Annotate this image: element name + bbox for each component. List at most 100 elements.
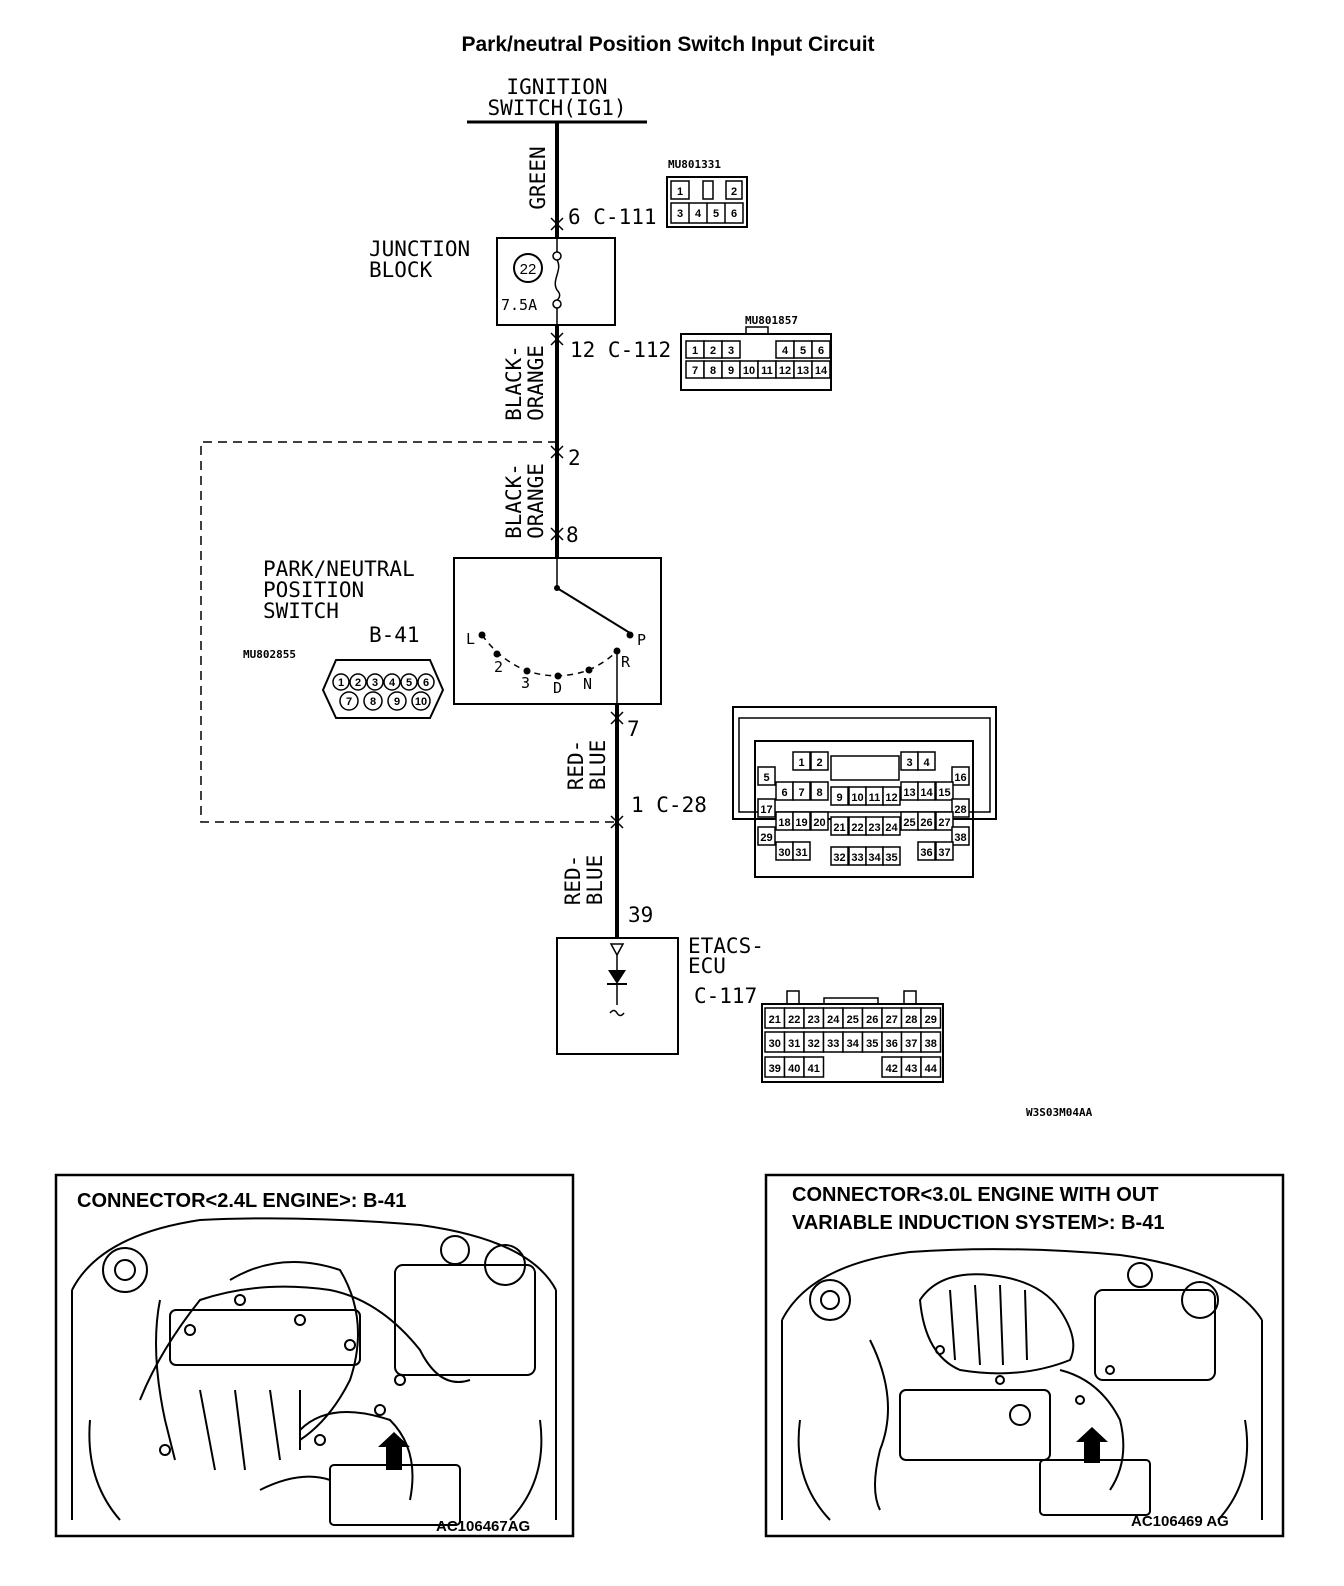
b41-pin — [332, 673, 350, 691]
switch-contact-p — [626, 631, 634, 639]
b41-pin — [411, 691, 431, 711]
pin-8-chevron — [550, 527, 564, 541]
ecu-body — [556, 937, 679, 1055]
c28-pin — [792, 841, 811, 861]
pin-39-label: 39 — [628, 903, 653, 927]
fuse-element — [554, 259, 561, 301]
c28-pin — [792, 781, 811, 801]
fuse-rating: 7.5A — [501, 296, 537, 314]
c28-pin — [830, 816, 849, 836]
c28-pin — [951, 798, 970, 818]
panel-2-title-1: CONNECTOR<3.0L ENGINE WITH OUT — [792, 1184, 1159, 1206]
c28-pin — [917, 841, 936, 861]
c117-pin-label: 29 — [925, 1014, 937, 1026]
c28-pin-label: 18 — [778, 817, 790, 829]
c28-pin-label: 22 — [851, 822, 863, 834]
pin-2-label: 2 — [568, 446, 581, 470]
c117-pin-label: 26 — [866, 1014, 878, 1026]
c117-pin-label: 32 — [808, 1038, 820, 1050]
c28-pin-label: 1 — [798, 757, 804, 769]
c117-pin-label: 33 — [827, 1038, 839, 1050]
c28-pin-label: 29 — [760, 832, 772, 844]
c28-pin — [757, 798, 776, 818]
b41-pin-label: 9 — [394, 696, 400, 708]
c28-pin — [951, 826, 970, 846]
ecu-label-2: ECU — [688, 954, 726, 978]
ecu-diode-icon — [608, 970, 626, 984]
switch-pos-label: N — [583, 675, 592, 693]
engine-bay-illustration — [71, 1217, 557, 1526]
c112-pin-label: 14 — [815, 365, 828, 377]
c28-keyway — [830, 755, 900, 781]
fuse-terminal — [552, 299, 562, 309]
c28-pin-label: 6 — [781, 787, 787, 799]
c117-pin-label: 36 — [886, 1038, 898, 1050]
c28-pin-label: 10 — [851, 792, 863, 804]
c117-pin-label: 44 — [925, 1063, 938, 1075]
fuse-terminal — [552, 251, 562, 261]
b41-pin — [363, 691, 383, 711]
ecu-tilde — [609, 1009, 625, 1017]
b41-pin — [349, 673, 367, 691]
c112-pin-label: 9 — [728, 365, 734, 377]
engine-view-panel-3-0l: CONNECTOR<3.0L ENGINE WITH OUT VARIABLE … — [764, 1173, 1285, 1538]
panel-1-title: CONNECTOR<2.4L ENGINE>: B-41 — [77, 1190, 406, 1212]
switch-pos-label: 2 — [494, 658, 503, 676]
c111-housing — [666, 176, 748, 228]
c28-housing — [754, 740, 974, 878]
c117-pin-label: 40 — [788, 1063, 800, 1075]
c117-pin-label: 34 — [847, 1038, 860, 1050]
c111-pin-label: 5 — [713, 208, 719, 220]
b41-pin — [387, 691, 407, 711]
c112-part: MU801857 — [745, 314, 798, 327]
c28-chevron — [610, 815, 624, 829]
c28-pin-label: 38 — [954, 832, 966, 844]
c28-pin — [792, 811, 811, 831]
c112-pin-label: 11 — [761, 365, 773, 377]
red-blue-label-2a: RED- — [561, 855, 585, 906]
c28-pin — [830, 846, 849, 866]
b41-pin-label: 6 — [423, 677, 429, 689]
c28-pin — [757, 826, 776, 846]
b41-pin-label: 4 — [389, 677, 396, 689]
c28-pin-label: 2 — [816, 757, 822, 769]
c112-pin-label: 2 — [710, 345, 716, 357]
c28-pin — [917, 781, 936, 801]
c28-pin — [917, 751, 936, 771]
c28-pin-label: 15 — [938, 787, 950, 799]
c28-pin-label: 9 — [836, 792, 842, 804]
c111-pin-label: 3 — [677, 208, 683, 220]
c112-pin-label: 8 — [710, 365, 716, 377]
c28-pin — [917, 811, 936, 831]
junction-label-1: JUNCTION — [369, 237, 470, 261]
c28-label: 1 C-28 — [631, 793, 707, 817]
c117-pin-label: 25 — [847, 1014, 859, 1026]
b41-pin-label: 3 — [372, 677, 378, 689]
panel-frame — [764, 1173, 1285, 1538]
switch-pos-label: D — [553, 679, 562, 697]
pin-7-label: 7 — [627, 717, 640, 741]
c28-pin — [935, 781, 954, 801]
c28-pin-label: 19 — [795, 817, 807, 829]
c111-key — [702, 180, 714, 200]
panel-2-title-2: VARIABLE INDUCTION SYSTEM>: B-41 — [792, 1212, 1164, 1234]
c28-pin — [882, 786, 901, 806]
switch-contact-l — [478, 631, 486, 639]
fuse-number: 22 — [520, 261, 537, 278]
c28-pin — [810, 781, 829, 801]
c112-pin-label: 3 — [728, 345, 734, 357]
b41-part: MU802855 — [243, 648, 296, 661]
b41-label: B-41 — [369, 623, 420, 647]
c111-chevron — [550, 217, 564, 231]
c112-pin — [811, 340, 831, 359]
switch-label-1: PARK/NEUTRAL — [263, 557, 415, 581]
c111-part: MU801331 — [668, 158, 721, 171]
c111-pin-2 — [725, 180, 743, 200]
b41-pin — [339, 691, 359, 711]
panel-frame — [54, 1173, 575, 1538]
b41-pin-label: 2 — [355, 677, 361, 689]
location-arrow-icon — [378, 1432, 410, 1470]
c28-pin-label: 13 — [903, 787, 915, 799]
pin-2-chevron — [550, 445, 564, 459]
